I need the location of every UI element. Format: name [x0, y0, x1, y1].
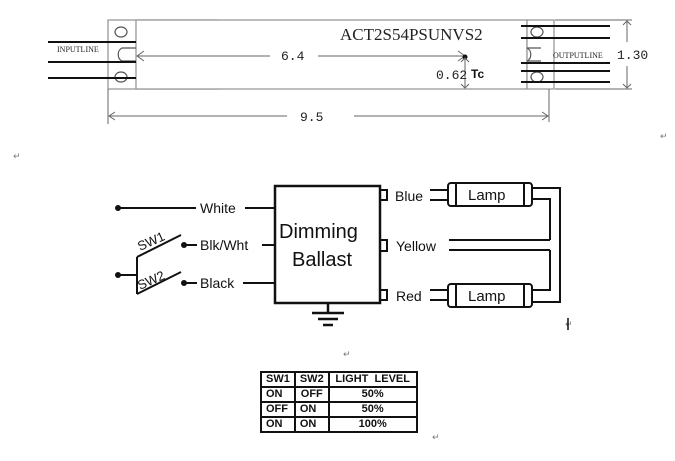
paragraph-mark: ↵ — [432, 433, 440, 443]
table-row: ON OFF 50% — [260, 386, 418, 403]
wire-label-black: Black — [200, 275, 235, 291]
output-wires — [521, 25, 610, 83]
lamp-top: Lamp — [447, 182, 533, 207]
dim-tc-offset: 0.62 — [436, 68, 467, 83]
switch-table: SW1 SW2 LIGHT LEVEL ON OFF 50% OFF ON 50… — [260, 371, 418, 433]
terminal-dots — [115, 205, 187, 286]
wire-label-red: Red — [396, 288, 422, 304]
table-cell: 50% — [327, 401, 418, 418]
dim-height-line — [555, 19, 632, 90]
ballast-body — [107, 19, 555, 90]
wire-label-blk-wht: Blk/Wht — [200, 237, 248, 253]
table-row: OFF ON 50% — [260, 401, 418, 418]
output-line-label: OUTPUTLINE — [553, 51, 603, 60]
table-row: ON ON 100% — [260, 416, 418, 433]
input-line-label: INPUTLINE — [57, 45, 99, 54]
paragraph-mark: ↵ — [660, 132, 668, 142]
paragraph-mark: ↵ — [565, 320, 573, 330]
ballast-label-line2: Ballast — [292, 249, 352, 271]
dim-tc-line — [460, 57, 470, 89]
wire-label-yellow: Yellow — [396, 238, 437, 254]
table-cell: ON — [260, 386, 296, 403]
tc-point — [462, 54, 468, 60]
table-cell: 100% — [327, 416, 418, 433]
table-cell: OFF — [293, 386, 330, 403]
table-cell: ON — [293, 416, 330, 433]
ground-icon — [312, 303, 344, 327]
tc-label: Tc — [471, 67, 484, 81]
lamp-bottom: Lamp — [447, 283, 533, 308]
output-wiring — [380, 187, 561, 303]
dim-9-5-line — [107, 89, 550, 124]
table-cell: ON — [260, 416, 296, 433]
dim-overall-length: 9.5 — [300, 110, 323, 125]
input-wiring — [118, 207, 275, 295]
dim-6-4-line — [136, 50, 466, 62]
table-header: LIGHT LEVEL — [327, 371, 418, 388]
paragraph-mark: ↵ — [13, 152, 21, 162]
switch-label-sw2: SW2 — [135, 268, 167, 293]
table-cell: 50% — [327, 386, 418, 403]
table-cell: ON — [293, 401, 330, 418]
lamp-label: Lamp — [468, 288, 506, 305]
table-header: SW1 — [260, 371, 296, 388]
table-header: SW2 — [293, 371, 330, 388]
paragraph-mark: ↵ — [343, 350, 351, 360]
dim-mounting-length: 6.4 — [281, 49, 305, 64]
dim-height: 1.30 — [617, 48, 648, 63]
input-wires — [48, 41, 136, 79]
lamp-label: Lamp — [468, 187, 506, 204]
wire-label-blue: Blue — [395, 188, 423, 204]
wire-label-white: White — [200, 200, 236, 216]
ballast-label-line1: Dimming — [279, 221, 358, 243]
table-cell: OFF — [260, 401, 296, 418]
table-header-row: SW1 SW2 LIGHT LEVEL — [260, 371, 418, 388]
dimming-ballast-box — [273, 184, 382, 305]
model-number: ACT2S54PSUNVS2 — [340, 25, 483, 44]
